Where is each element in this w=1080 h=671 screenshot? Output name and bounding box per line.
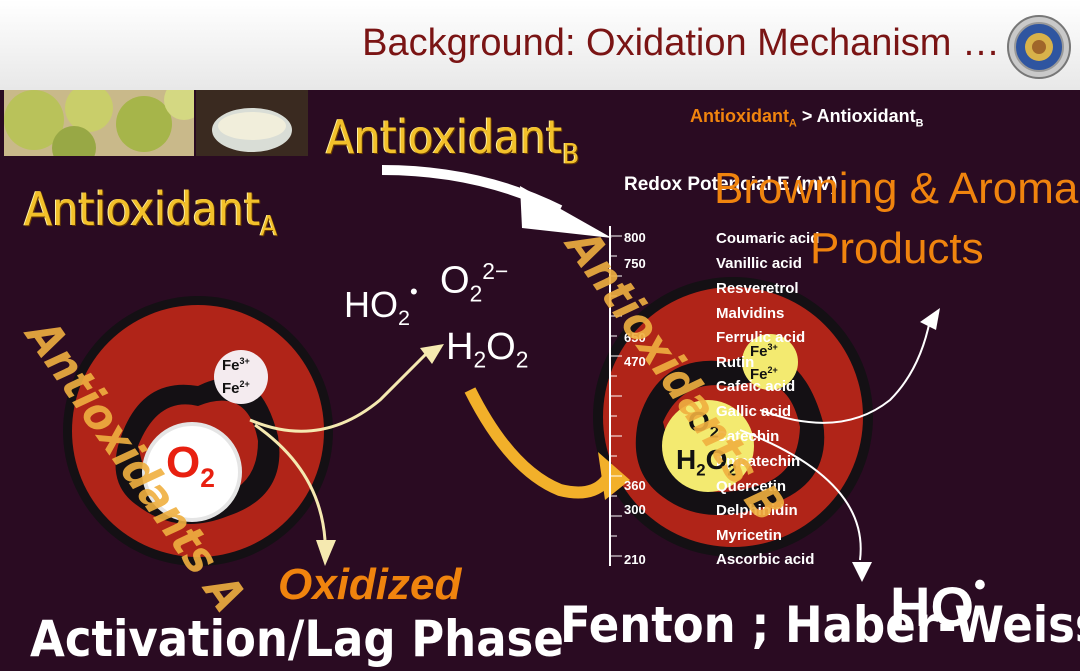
h2o2-right-o: O bbox=[705, 444, 728, 475]
fe-right: Fe3+ Fe2+ bbox=[750, 338, 778, 384]
hydroxyl-dot: • bbox=[974, 566, 986, 604]
compound-cafeic: Cafeic acid bbox=[716, 378, 796, 395]
superoxide-o: O bbox=[440, 259, 470, 302]
antioxidant-a-label: AntioxidantA bbox=[24, 182, 277, 242]
compound-rutin: Rutin bbox=[716, 354, 755, 371]
o2-symbol: O2 bbox=[166, 438, 215, 494]
superoxide: O22− bbox=[440, 258, 508, 307]
h2o2-right: H2O2 bbox=[676, 444, 737, 481]
activation-phase-label: Activation/Lag Phase bbox=[30, 610, 564, 668]
fe2-right: Fe bbox=[750, 366, 768, 383]
title-bar: Background: Oxidation Mechanism … bbox=[0, 0, 1080, 90]
o2-big-sub: 2 bbox=[200, 462, 215, 493]
tick-300: 300 bbox=[624, 502, 646, 517]
tick-650: 650 bbox=[624, 330, 646, 345]
radical-dot: • bbox=[410, 279, 418, 304]
fe3-right: Fe bbox=[750, 343, 768, 360]
hydroxyl-symbol: HO bbox=[890, 575, 974, 638]
fe2-left: Fe bbox=[222, 380, 240, 397]
fe-circle-left bbox=[214, 350, 268, 404]
h2o2-right-sub1: 2 bbox=[696, 460, 706, 480]
tick-210: 210 bbox=[624, 552, 646, 567]
compound-coumaric: Coumaric acid bbox=[716, 230, 820, 247]
h2o2-h: H bbox=[446, 326, 474, 368]
compound-resveretrol: Resveretrol bbox=[716, 280, 799, 297]
antioxidant-a-sub: A bbox=[260, 209, 278, 243]
h2o2-right-sub2: 2 bbox=[727, 460, 737, 480]
o2-big: O bbox=[166, 438, 201, 487]
hydrogen-peroxide: H2O2 bbox=[446, 326, 528, 374]
fe3-left-sup: 3+ bbox=[239, 356, 250, 366]
superoxide-sub: 2 bbox=[469, 280, 483, 307]
fe2-right-sup: 2+ bbox=[767, 365, 778, 375]
browning-aroma-line2: Products bbox=[810, 224, 984, 273]
fe-circle-right bbox=[742, 334, 798, 390]
o2-right-symbol: O bbox=[688, 406, 710, 437]
compound-malvidins: Malvidins bbox=[716, 305, 785, 322]
tick-360: 360 bbox=[624, 478, 646, 493]
compound-ferrulic: Ferrulic acid bbox=[716, 329, 806, 346]
h2o2-sub1: 2 bbox=[473, 346, 487, 373]
comparison-a-sub: A bbox=[789, 117, 797, 130]
redox-title: Redox Potencial E (mV) bbox=[624, 174, 838, 195]
ho2-sub: 2 bbox=[398, 305, 411, 331]
ho2-radical: HO2• bbox=[344, 279, 418, 331]
tick-750: 750 bbox=[624, 256, 646, 271]
superoxide-charge: − bbox=[494, 258, 509, 284]
white-wine-glass-photo bbox=[196, 90, 308, 156]
compound-quercetin: Quercetin bbox=[716, 478, 787, 495]
redox-scale bbox=[609, 226, 622, 566]
comparison-b: Antioxidant bbox=[816, 106, 916, 126]
compound-catechin: Catechin bbox=[716, 428, 780, 445]
oxidized-label: Oxidized bbox=[278, 560, 462, 609]
tick-470: 470 bbox=[624, 354, 646, 369]
fe2-left-sup: 2+ bbox=[239, 379, 250, 389]
o2-h2o2-circle bbox=[662, 400, 754, 492]
grapes-photo bbox=[4, 90, 194, 156]
compound-epicatechin: Epicatechin bbox=[716, 453, 801, 470]
antioxidant-b-sub: B bbox=[562, 137, 580, 171]
o2-right-sub: 2 bbox=[709, 422, 720, 442]
compound-vanillic: Vanillic acid bbox=[716, 255, 802, 272]
antioxidant-a-text: Antioxidant bbox=[24, 182, 261, 236]
tick-800: 800 bbox=[624, 230, 646, 245]
university-seal-icon bbox=[1007, 15, 1071, 79]
h2o2-sub2: 2 bbox=[515, 346, 529, 373]
antioxidant-comparison: AntioxidantA > AntioxidantB bbox=[690, 106, 923, 130]
comparison-operator: > bbox=[796, 106, 817, 126]
compound-ascorbic: Ascorbic acid bbox=[716, 551, 815, 568]
h2o2-o: O bbox=[486, 326, 516, 368]
o2-right: O2 bbox=[688, 406, 719, 443]
browning-aroma-line1: Browning & Aroma bbox=[714, 164, 1079, 213]
o2-circle bbox=[142, 422, 242, 522]
comparison-a: Antioxidant bbox=[690, 106, 789, 126]
compound-delphinidin: Delphinidin bbox=[716, 502, 798, 519]
slide-title: Background: Oxidation Mechanism … bbox=[362, 22, 1000, 64]
hydroxyl-radical: HO• bbox=[890, 566, 986, 639]
fe3-right-sup: 3+ bbox=[767, 342, 778, 352]
antioxidant-b-text: Antioxidant bbox=[326, 110, 563, 164]
antioxidant-b-label: AntioxidantB bbox=[326, 110, 579, 170]
fe-left: Fe3+ Fe2+ bbox=[222, 352, 250, 398]
fenton-haber-weiss-label: Fenton ; Haber-Weiss bbox=[560, 596, 1080, 654]
h2o2-right-h: H bbox=[676, 444, 697, 475]
fe3-left: Fe bbox=[222, 357, 240, 374]
superoxide-sup: 2 bbox=[482, 258, 495, 284]
compound-myricetin: Myricetin bbox=[716, 527, 782, 544]
comparison-b-sub: B bbox=[915, 117, 924, 130]
compound-gallic: Gallic acid bbox=[716, 403, 792, 420]
ho2-symbol: HO bbox=[344, 284, 398, 325]
